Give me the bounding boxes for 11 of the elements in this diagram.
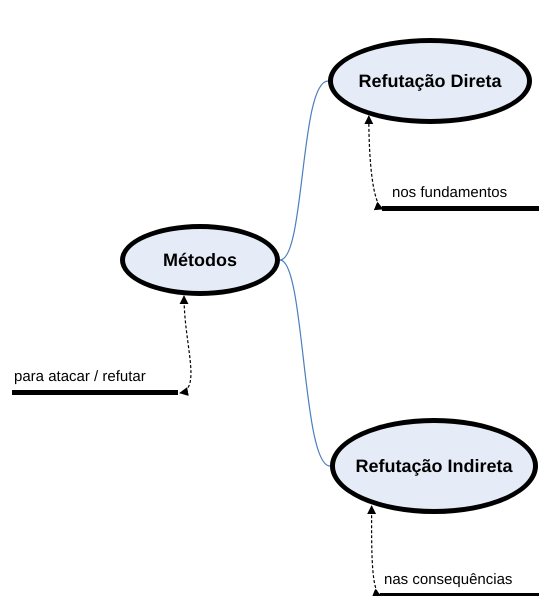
dashed-arrow (367, 505, 382, 596)
dashed-arrow (179, 295, 192, 394)
connector-line (280, 260, 330, 466)
underlined-label: para atacar / refutar (12, 368, 178, 395)
underlined-label: nos fundamentos (382, 184, 539, 211)
connector-line (280, 80, 328, 260)
concept-label: Refutação Direta (358, 70, 502, 92)
concept-label: Refutação Indireta (355, 456, 513, 476)
concept-label: Métodos (163, 250, 237, 270)
underlined-label: nas consequências (380, 571, 539, 596)
dashed-arrow (364, 115, 384, 210)
